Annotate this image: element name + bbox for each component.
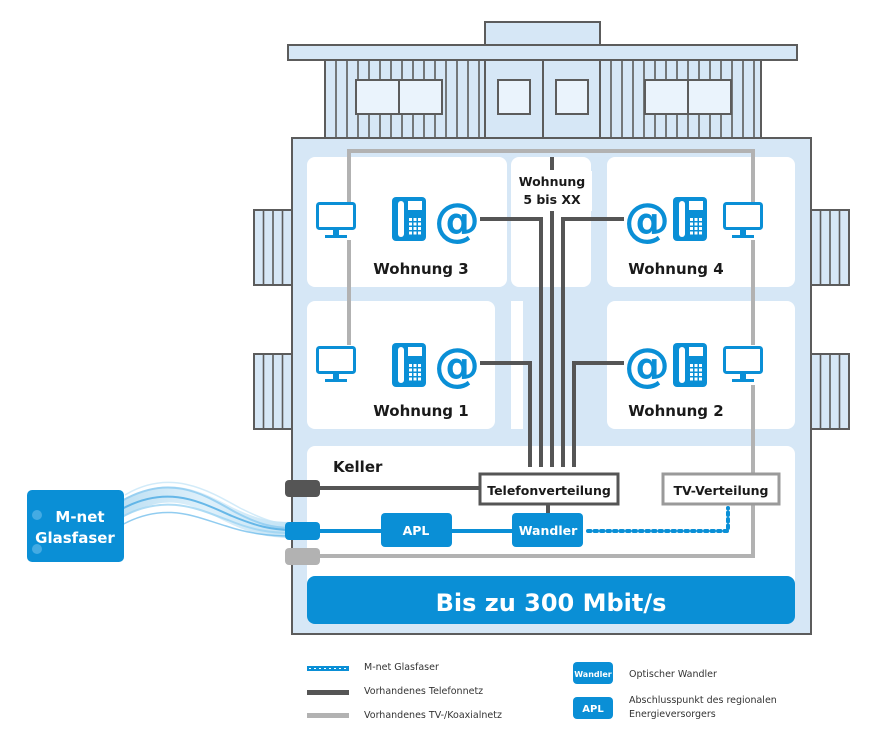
svg-text:APL: APL xyxy=(582,704,604,715)
keller-label: Keller xyxy=(333,458,383,476)
wandler-box: Wandler xyxy=(512,513,583,547)
at-sign-icon: @ xyxy=(434,338,480,392)
apartment-wohnung-1: @ Wohnung 1 xyxy=(316,338,480,420)
balcony xyxy=(253,209,293,286)
apartment-wohnung-4: @ Wohnung 4 xyxy=(624,193,763,278)
telephone-icon xyxy=(673,197,707,241)
attic-window-center-left xyxy=(497,79,531,115)
svg-text:APL: APL xyxy=(403,523,430,538)
at-sign-icon: @ xyxy=(434,193,480,247)
tv-entry-connector xyxy=(285,548,320,565)
balcony xyxy=(253,353,293,430)
attic-window-center-right xyxy=(555,79,589,115)
telephone-network-lines xyxy=(320,157,624,514)
tv-network-lines xyxy=(320,149,755,558)
telephone-icon xyxy=(392,197,426,241)
legend-item-glasfaser: M-net Glasfaser xyxy=(307,662,439,673)
svg-text:Energieversorgers: Energieversorgers xyxy=(629,709,716,720)
fiber-entry-connector xyxy=(285,522,320,540)
svg-text:Telefonverteilung: Telefonverteilung xyxy=(487,483,611,498)
speed-banner: Bis zu 300 Mbit/s xyxy=(307,576,795,624)
apartment-label: Wohnung 1 xyxy=(373,402,468,420)
at-sign-icon: @ xyxy=(624,338,670,392)
legend-item-wandler: Wandler Optischer Wandler xyxy=(573,662,717,684)
legend-item-apl: APL Abschlusspunkt des regionalen Energi… xyxy=(573,695,777,720)
svg-text:Vorhandenes Telefonnetz: Vorhandenes Telefonnetz xyxy=(364,686,483,697)
shaft-label-line1: Wohnung xyxy=(519,174,585,189)
balconies xyxy=(253,209,850,430)
tv-verteilung-box: TV-Verteilung xyxy=(661,472,781,506)
telephone-icon xyxy=(392,343,426,387)
shaft-label-line2: 5 bis XX xyxy=(523,192,581,207)
telephone-entry-connector xyxy=(285,480,320,497)
svg-text:Vorhandenes TV-/Koaxialnetz: Vorhandenes TV-/Koaxialnetz xyxy=(364,710,502,721)
at-sign-icon: @ xyxy=(624,193,670,247)
legend-item-tv-netz: Vorhandenes TV-/Koaxialnetz xyxy=(307,710,502,721)
apartment-label: Wohnung 4 xyxy=(628,260,723,278)
svg-text:Wandler: Wandler xyxy=(519,523,578,538)
legend-item-telefonnetz: Vorhandenes Telefonnetz xyxy=(307,686,483,697)
apl-box: APL xyxy=(381,513,452,547)
chimney xyxy=(484,21,601,46)
legend: M-net Glasfaser Vorhandenes Telefonnetz … xyxy=(307,662,777,721)
connector-dot-icon xyxy=(32,544,42,554)
balcony xyxy=(810,209,850,286)
telephone-icon xyxy=(673,343,707,387)
apartment-wohnung-3: @ Wohnung 3 xyxy=(316,193,480,278)
svg-text:Abschlusspunkt des regionalen: Abschlusspunkt des regionalen xyxy=(629,695,777,706)
svg-text:TV-Verteilung: TV-Verteilung xyxy=(674,483,769,498)
source-label-line1: M-net xyxy=(55,508,104,526)
source-label-line2: Glasfaser xyxy=(35,529,115,547)
svg-text:Bis zu 300 Mbit/s: Bis zu 300 Mbit/s xyxy=(436,589,667,617)
fiber-wave xyxy=(115,481,293,538)
apartment-label: Wohnung 2 xyxy=(628,402,723,420)
apartment-wohnung-2: @ Wohnung 2 xyxy=(624,338,763,420)
telefonverteilung-box: Telefonverteilung xyxy=(478,472,620,506)
svg-text:M-net Glasfaser: M-net Glasfaser xyxy=(364,662,439,673)
svg-text:Wandler: Wandler xyxy=(574,670,612,679)
apartment-label: Wohnung 3 xyxy=(373,260,468,278)
roof-slab xyxy=(287,44,798,61)
svg-text:Optischer Wandler: Optischer Wandler xyxy=(629,669,717,680)
connector-dot-icon xyxy=(32,510,42,520)
m-net-glasfaser-source: M-net Glasfaser xyxy=(27,490,124,562)
balcony xyxy=(810,353,850,430)
